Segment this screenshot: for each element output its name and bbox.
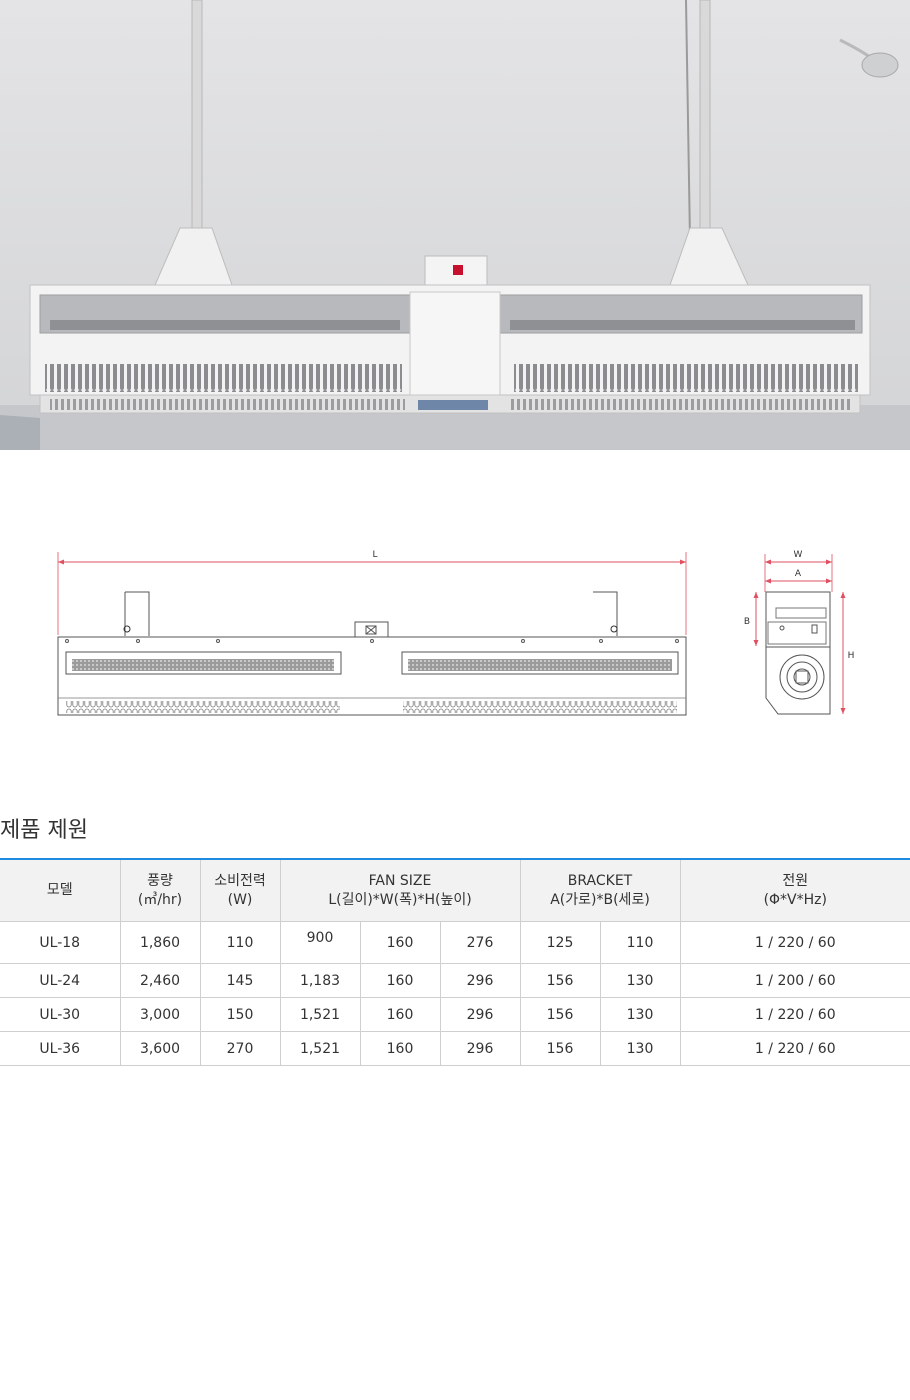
- dimension-drawing: L W A B H: [57, 550, 855, 716]
- cell-power: 270: [200, 1031, 281, 1066]
- dim-h-label: H: [848, 651, 855, 661]
- cell-bracket-b: 130: [600, 963, 681, 998]
- table-row: UL-24 2,460 145 1,183 160 296 156 130 1 …: [0, 963, 910, 998]
- table-row: UL-30 3,000 150 1,521 160 296 156 130 1 …: [0, 997, 910, 1032]
- cell-power: 145: [200, 963, 281, 998]
- cell-bracket-a: 125: [520, 921, 601, 964]
- cell-supply: 1 / 220 / 60: [680, 921, 910, 964]
- header-power: 소비전력(W): [200, 858, 281, 922]
- cell-model: UL-18: [0, 921, 121, 964]
- cell-airflow: 2,460: [120, 963, 201, 998]
- cell-model: UL-36: [0, 1031, 121, 1066]
- cell-airflow: 3,000: [120, 997, 201, 1032]
- cell-fan-h: 296: [440, 963, 521, 998]
- dim-length-label: L: [372, 550, 377, 560]
- cell-supply: 1 / 220 / 60: [680, 1031, 910, 1066]
- cell-bracket-b: 130: [600, 997, 681, 1032]
- cell-airflow: 1,860: [120, 921, 201, 964]
- cell-power: 150: [200, 997, 281, 1032]
- cell-power: 110: [200, 921, 281, 964]
- dim-width-label: W: [794, 550, 803, 560]
- header-airflow: 풍량(㎥/hr): [120, 858, 201, 922]
- product-photo: [0, 0, 910, 450]
- cell-bracket-a: 156: [520, 997, 601, 1032]
- dim-a-label: A: [795, 569, 802, 579]
- dim-b-label: B: [744, 617, 750, 627]
- header-supply: 전원(Φ*V*Hz): [680, 858, 910, 922]
- cell-fan-l: 1,521: [280, 997, 361, 1032]
- cell-bracket-b: 130: [600, 1031, 681, 1066]
- cell-fan-h: 296: [440, 1031, 521, 1066]
- cell-fan-w: 160: [360, 997, 441, 1032]
- cell-supply: 1 / 220 / 60: [680, 997, 910, 1032]
- table-row: UL-36 3,600 270 1,521 160 296 156 130 1 …: [0, 1031, 910, 1066]
- cell-fan-l: 900: [280, 921, 361, 964]
- cell-bracket-a: 156: [520, 1031, 601, 1066]
- cell-model: UL-30: [0, 997, 121, 1032]
- cell-fan-l: 1,521: [280, 1031, 361, 1066]
- table-row: UL-18 1,860 110 900 160 276 125 110 1 / …: [0, 921, 910, 964]
- spec-section-title: 제품 제원: [0, 818, 88, 843]
- cell-bracket-a: 156: [520, 963, 601, 998]
- cell-airflow: 3,600: [120, 1031, 201, 1066]
- cell-fan-w: 160: [360, 963, 441, 998]
- cell-fan-l: 1,183: [280, 963, 361, 998]
- header-model: 모델: [0, 858, 121, 922]
- cell-supply: 1 / 200 / 60: [680, 963, 910, 998]
- cell-fan-h: 276: [440, 921, 521, 964]
- cell-fan-w: 160: [360, 921, 441, 964]
- cell-model: UL-24: [0, 963, 121, 998]
- cell-fan-h: 296: [440, 997, 521, 1032]
- cell-fan-w: 160: [360, 1031, 441, 1066]
- cell-bracket-b: 110: [600, 921, 681, 964]
